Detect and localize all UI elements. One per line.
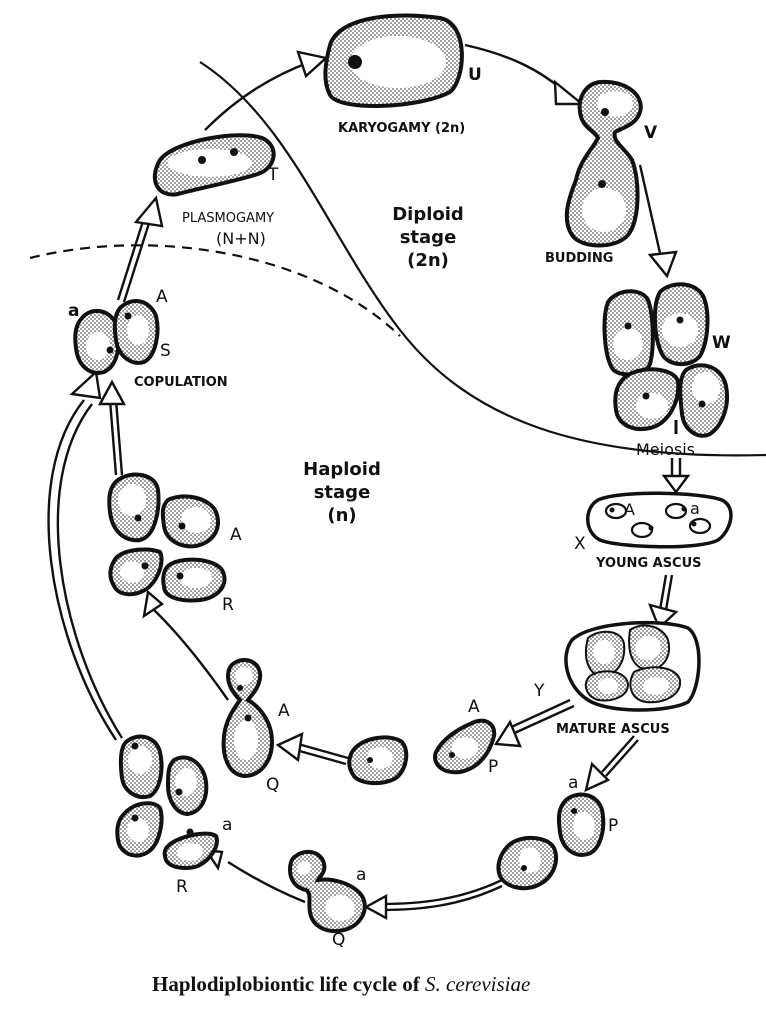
arrow-young-to-mature-ascus [648, 574, 679, 631]
colony-a-mating-type: a [222, 815, 232, 835]
copulation-letter: S [160, 341, 171, 361]
figure-caption: Haplodiplobiontic life cycle of S. cerev… [152, 972, 530, 996]
diploid-stage-word: stage [400, 227, 457, 248]
plasmogamy-ploidy: (N+N) [216, 229, 266, 248]
arrow-plasmogamy-to-karyogamy [204, 50, 329, 131]
budding-cell [564, 79, 643, 248]
spore-A-cell [433, 718, 497, 775]
budding-A-cell [221, 658, 275, 779]
haploid-cell-a [496, 836, 559, 891]
budding-A-mating-type: A [278, 701, 290, 721]
karyogamy-cell [323, 13, 464, 108]
meiosis-label: Meiosis [636, 440, 695, 459]
mature-ascus-letter: Y [533, 681, 545, 701]
caption-species: S. cerevisiae [425, 972, 530, 996]
caption-text: Haplodiplobiontic life cycle of [152, 972, 425, 996]
arrow-copulation-to-plasmogamy [116, 195, 164, 303]
haploid-stage-ploidy: (n) [327, 505, 356, 526]
spore-A-mating-type: A [468, 697, 480, 717]
arrow-mature-ascus-to-spore-a [584, 735, 639, 793]
arrow-mature-ascus-to-spore-A [493, 698, 575, 748]
arrow-colony-A-to-copulation [97, 379, 127, 476]
young-ascus-spore-A: A [624, 500, 635, 519]
karyogamy-letter: U [468, 65, 482, 85]
colony-A-mating-type: A [230, 525, 242, 545]
young-ascus-letter: X [574, 534, 586, 554]
arrow-colony-a-to-copulation [47, 369, 124, 741]
budding-label: BUDDING [545, 251, 613, 266]
diploid-cells-group [602, 282, 729, 438]
arrow-karyogamy-to-budding [464, 43, 586, 106]
colony-A-cells [107, 472, 227, 603]
spore-a-cell [556, 792, 606, 857]
haploid-stage-title: Haploid [303, 459, 381, 480]
plasmogamy-label: PLASMOGAMY [182, 211, 274, 226]
spore-a-mating-type: a [568, 773, 578, 793]
copulation-label: COPULATION [134, 375, 228, 390]
haploid-stage-label: Haploid stage (n) [303, 459, 381, 526]
budding-a-letter: Q [332, 930, 345, 950]
haploid-cell-A [347, 735, 409, 785]
colony-a-cells [115, 734, 219, 870]
arrow-meiosis-to-young-ascus [661, 458, 691, 494]
haploid-stage-word: stage [314, 482, 371, 503]
young-ascus-spore-a: a [690, 499, 700, 518]
diploid-stage-label: Diploid stage (2n) [392, 204, 464, 271]
budding-letter: V [644, 123, 658, 143]
diploid-cells-letter: W [712, 333, 731, 353]
budding-A-letter: Q [266, 775, 279, 795]
stage-divider-dashed [29, 244, 401, 337]
copulation-mating-A: A [156, 287, 168, 307]
young-ascus-label: YOUNG ASCUS [595, 556, 702, 571]
diploid-stage-title: Diploid [392, 204, 464, 225]
arrow-budding-to-diploid-cells [638, 164, 678, 279]
copulation-cells [73, 299, 160, 375]
mature-ascus-label: MATURE ASCUS [556, 722, 670, 737]
arrow-haploid-to-budding-A [275, 731, 349, 766]
spore-A-letter: P [488, 757, 498, 777]
colony-a-letter: R [176, 877, 188, 897]
colony-A-letter: R [222, 595, 234, 615]
copulation-mating-a: a [68, 301, 79, 321]
plasmogamy-cell [152, 133, 276, 197]
karyogamy-label: KARYOGAMY (2n) [338, 121, 465, 136]
budding-a-mating-type: a [356, 865, 366, 885]
arrow-haploid-to-budding-a [363, 878, 503, 921]
plasmogamy-letter: T [267, 165, 279, 185]
diploid-stage-ploidy: (2n) [407, 250, 449, 271]
stage-divider-line [199, 61, 766, 457]
spore-a-letter: P [608, 816, 618, 836]
budding-a-cell [287, 849, 367, 933]
mature-ascus [564, 620, 701, 712]
young-ascus [586, 491, 733, 549]
arrow-budding-A-to-colony-A [142, 589, 229, 701]
